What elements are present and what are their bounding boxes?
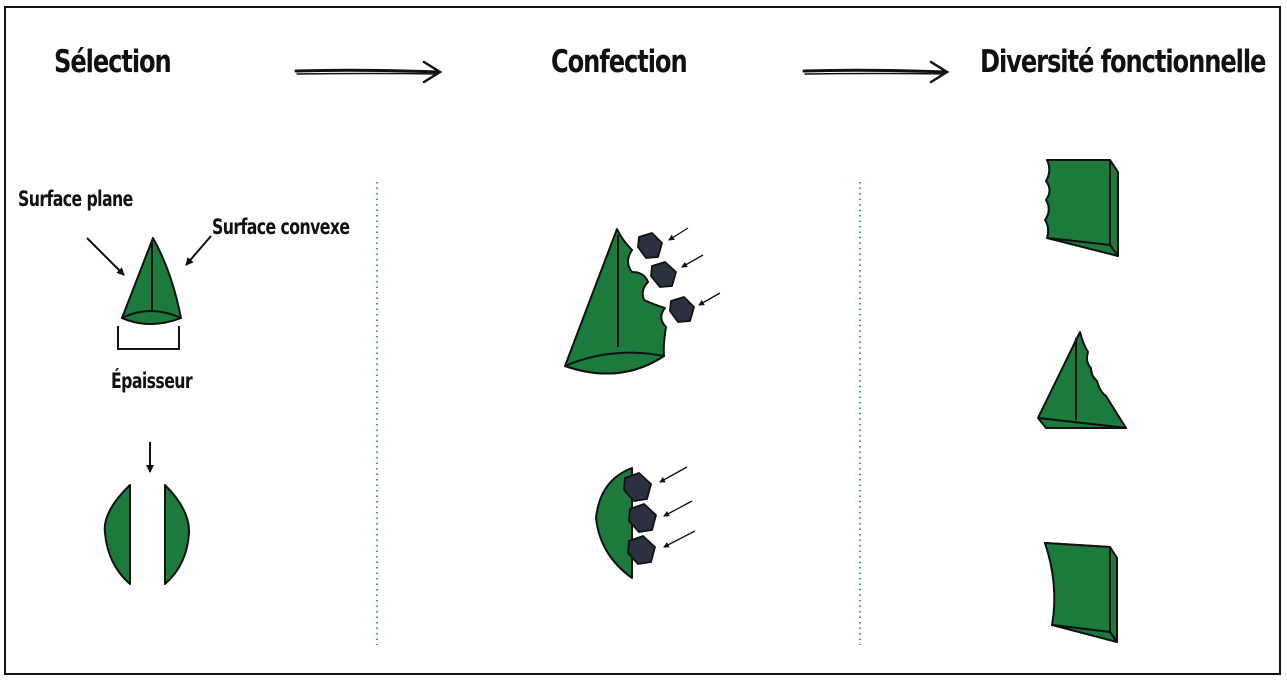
label-flat-surface: Surface plane — [18, 187, 133, 211]
process-arrow-1 — [294, 60, 443, 84]
flake-selection-top — [121, 237, 182, 325]
flake-confection-large — [564, 228, 667, 375]
split-cross-section — [103, 484, 191, 585]
strike-arrows-lower — [659, 466, 696, 548]
pointer-flat-surface — [86, 237, 125, 276]
stage-title-diversity: Diversité fonctionnelle — [980, 44, 1266, 80]
strike-arrows-upper — [668, 227, 721, 306]
hammerstone-lower-group — [623, 472, 657, 565]
tool-point — [1037, 331, 1127, 429]
stage-title-confection: Confection — [551, 44, 688, 80]
label-convex-surface: Surface convexe — [212, 215, 350, 239]
tool-scraper — [1044, 542, 1118, 643]
stage-title-selection: Sélection — [54, 44, 172, 80]
label-thickness: Épaisseur — [111, 369, 193, 393]
hammerstone-upper-group — [637, 232, 695, 323]
thickness-bracket — [117, 326, 180, 350]
process-arrow-2 — [802, 60, 950, 84]
flake-confection-small — [595, 467, 633, 579]
tool-denticulate — [1044, 159, 1119, 257]
pointer-convex-surface — [185, 235, 212, 266]
